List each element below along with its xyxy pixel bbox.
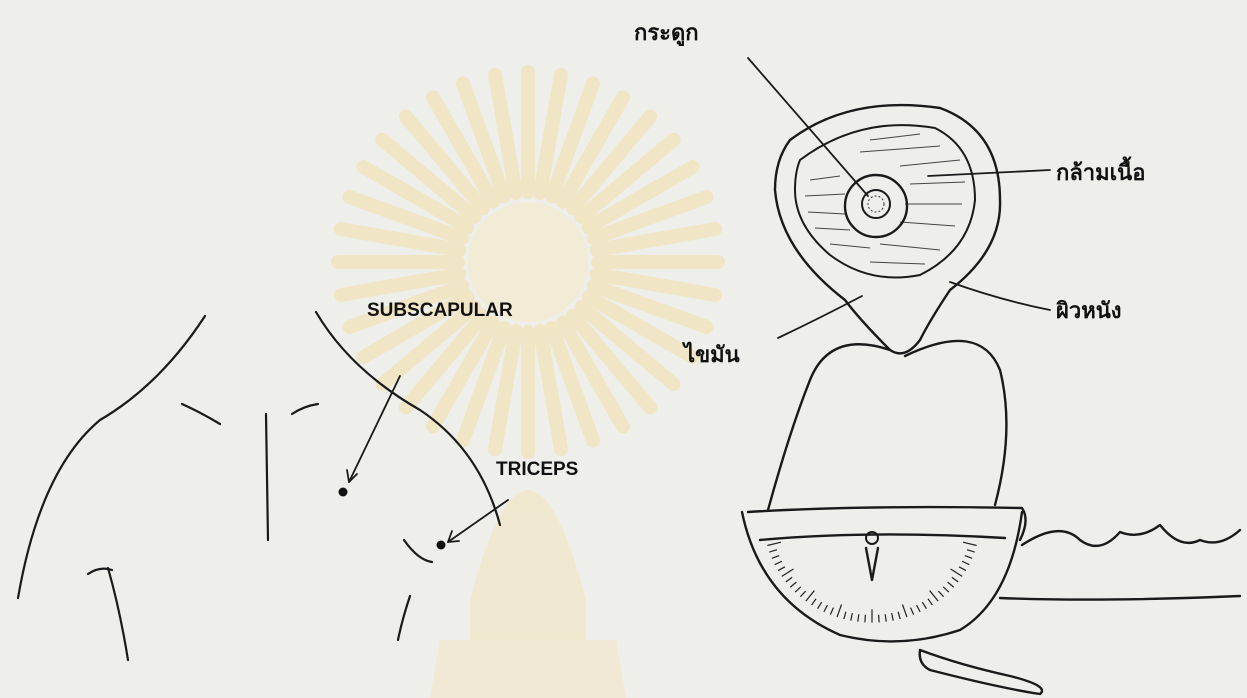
dial-tick bbox=[865, 615, 866, 623]
dial-tick bbox=[830, 608, 833, 615]
limb-cross-section bbox=[775, 105, 1000, 353]
dial-tick bbox=[952, 577, 958, 582]
dial-tick bbox=[879, 615, 880, 623]
label-triceps: TRICEPS bbox=[496, 459, 578, 480]
label-subscapular: SUBSCAPULAR bbox=[367, 300, 513, 321]
skinfold-caliper bbox=[742, 341, 1240, 694]
subscapular-site bbox=[339, 376, 401, 497]
dial-tick bbox=[782, 569, 794, 576]
label-fat: ไขมัน bbox=[682, 341, 740, 368]
dial-tick bbox=[800, 591, 805, 597]
dial-tick bbox=[928, 599, 932, 605]
dial-tick bbox=[824, 605, 828, 612]
dial-tick bbox=[818, 602, 822, 609]
dial-tick bbox=[778, 567, 785, 571]
dial-tick bbox=[938, 591, 943, 597]
dial-tick bbox=[917, 605, 921, 612]
dial-tick bbox=[769, 550, 777, 552]
dial-tick bbox=[965, 556, 972, 559]
dial-tick bbox=[911, 608, 914, 615]
dial-tick bbox=[951, 569, 963, 576]
dial-tick bbox=[892, 613, 894, 620]
dial-tick bbox=[959, 567, 966, 571]
label-bone: กระดูก bbox=[634, 21, 699, 47]
dial-tick bbox=[790, 582, 796, 587]
dial-tick bbox=[858, 614, 859, 622]
dial-tick bbox=[922, 602, 926, 609]
dial-tick bbox=[851, 613, 853, 620]
dial-tick bbox=[806, 591, 815, 602]
dial-tick bbox=[963, 542, 977, 545]
dial-tick bbox=[772, 556, 779, 559]
dial-tick bbox=[898, 612, 900, 619]
dial-tick bbox=[930, 591, 939, 602]
dial-tick bbox=[943, 587, 949, 592]
dial-tick bbox=[812, 599, 816, 605]
leader-lines bbox=[748, 58, 1050, 338]
dial-tick bbox=[948, 582, 954, 587]
dial-tick bbox=[775, 561, 782, 564]
label-skin: ผิวหนัง bbox=[1056, 299, 1122, 324]
dial-tick bbox=[837, 604, 842, 617]
dial-tick bbox=[795, 587, 801, 592]
dial-tick bbox=[902, 604, 907, 617]
label-muscle: กล้ามเนื้อ bbox=[1056, 156, 1145, 186]
dial-tick bbox=[967, 550, 975, 552]
back-shoulders-sketch bbox=[18, 312, 500, 660]
dial-tick bbox=[767, 542, 781, 545]
dial-tick bbox=[885, 614, 886, 622]
dial-tick bbox=[962, 561, 969, 564]
dial-tick bbox=[786, 577, 792, 582]
dial-tick bbox=[844, 612, 846, 619]
